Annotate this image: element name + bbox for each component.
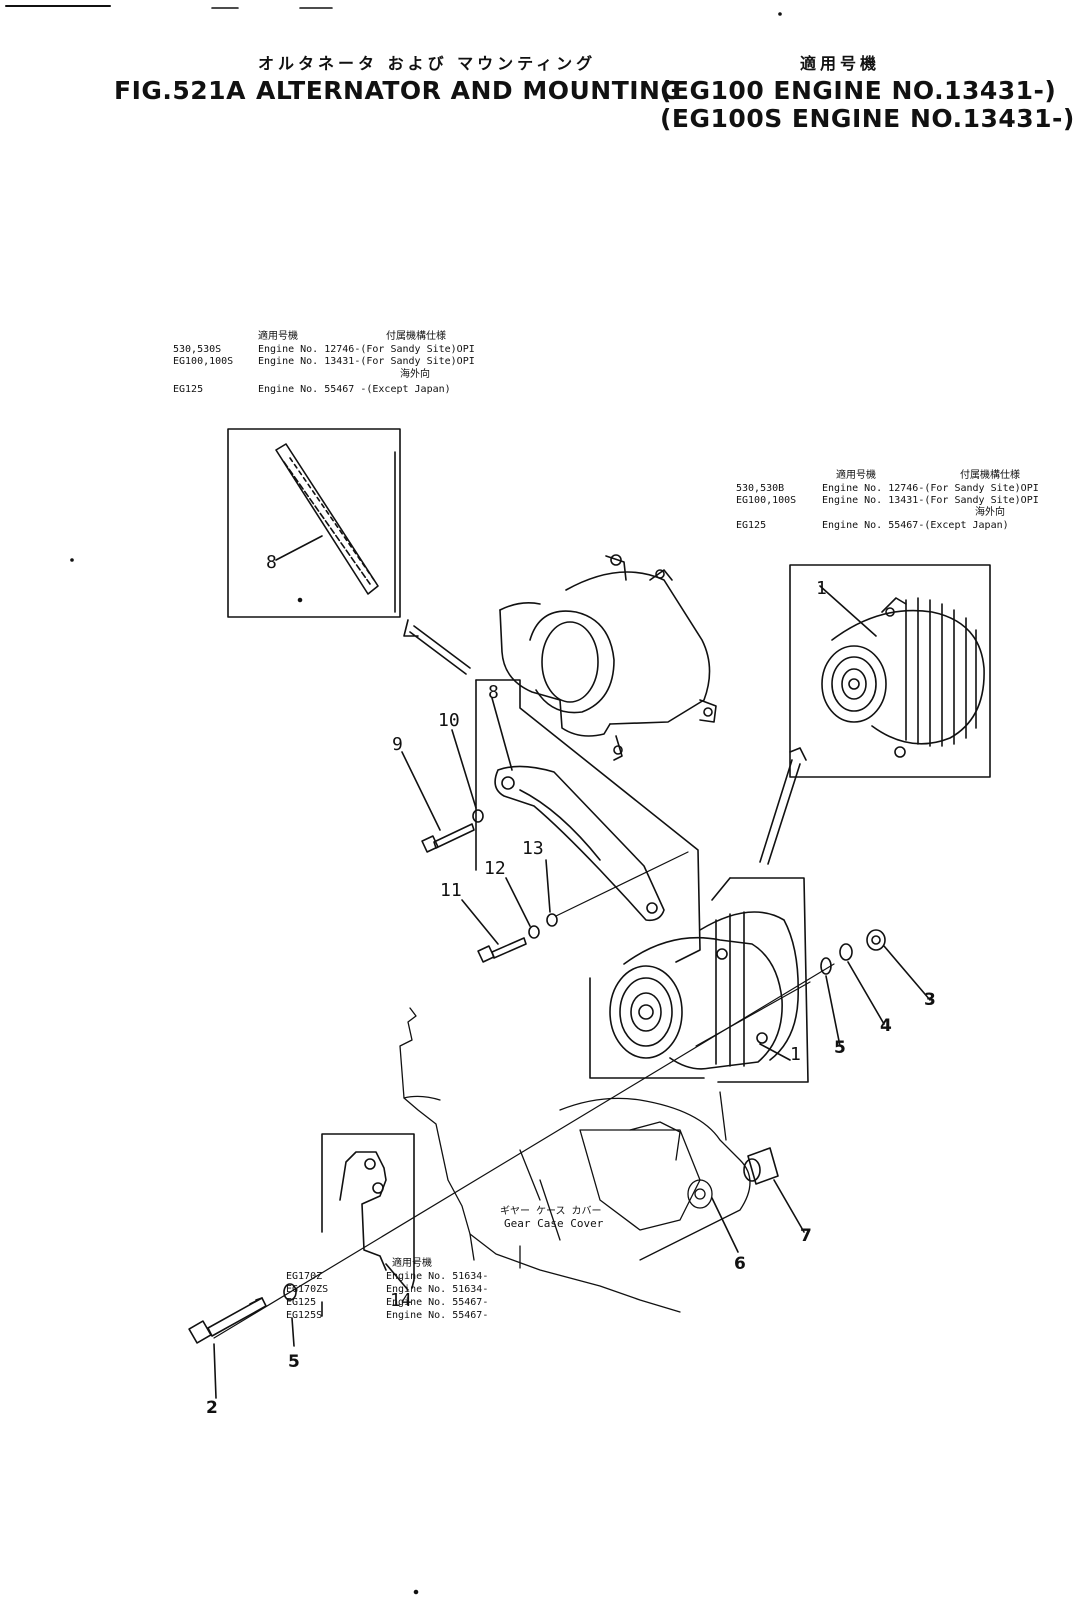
- sandy-belt-guard-left: [275, 443, 379, 595]
- bracket-14: [339, 1151, 387, 1271]
- leader-11: [461, 899, 499, 945]
- note-right-jp-export: 海外向: [975, 507, 1005, 518]
- japanese-title: オルタネータ および マウンティング: [258, 54, 597, 73]
- note-left-text-1: Engine No. 12746-(For Sandy Site)OPI: [258, 344, 475, 355]
- leader-4: [847, 961, 885, 1025]
- callout-box-8: [475, 679, 701, 963]
- note-bottom-text-2: Engine No. 51634-: [386, 1284, 489, 1295]
- leader-9: [401, 751, 441, 831]
- figure-title: ALTERNATOR AND MOUNTING: [256, 76, 682, 105]
- leader-8: [491, 697, 513, 771]
- bolt-9: [421, 823, 475, 853]
- note-right-model-3: EG125: [736, 520, 767, 531]
- leader-1-inset: [819, 585, 877, 637]
- leader-3: [883, 945, 931, 1001]
- callout-box-14: [321, 1133, 415, 1289]
- leader-2: [213, 1343, 217, 1399]
- link-arrow-right: [759, 747, 807, 865]
- note-bottom-model-2: EG170ZS: [286, 1284, 329, 1295]
- leader-14: [385, 1263, 409, 1291]
- note-left-jp-head2: 付属機構仕様: [386, 331, 446, 342]
- washer-4: [839, 943, 853, 961]
- callout-2: 2: [206, 1398, 218, 1418]
- callout-6: 6: [734, 1254, 746, 1274]
- applicability-line-1: (EG100 ENGINE NO.13431-): [660, 76, 1057, 105]
- note-right-text-3: Engine No. 55467-(Except Japan): [822, 520, 1009, 531]
- bolt-11: [477, 937, 527, 963]
- leader-13: [545, 859, 551, 913]
- callout-7: 7: [800, 1226, 812, 1246]
- callout-4: 4: [880, 1016, 892, 1036]
- callout-13: 13: [522, 838, 544, 859]
- callout-14: 14: [390, 1290, 412, 1311]
- note-bottom-text-1: Engine No. 51634-: [386, 1271, 489, 1282]
- japanese-applicable-label: 適用号機: [800, 54, 881, 73]
- leader-1: [759, 1043, 791, 1061]
- note-bottom-model-1: EG170Z: [286, 1271, 323, 1282]
- note-right-jp-head1: 適用号機: [836, 470, 876, 481]
- leader-7: [773, 1179, 805, 1233]
- alternator-main: [609, 911, 800, 1070]
- note-left-jp-export: 海外向: [400, 369, 430, 380]
- right-inset-box: [789, 564, 991, 778]
- note-left-model-2: EG100,100S: [173, 356, 234, 367]
- leader-8-inset: [275, 535, 323, 561]
- washer-5-right: [820, 957, 832, 975]
- leader-10: [451, 729, 477, 809]
- note-bottom-model-3: EG125: [286, 1297, 317, 1308]
- note-right-jp-head2: 付属機構仕様: [960, 470, 1020, 481]
- washer-13: [546, 913, 558, 927]
- washer-5-lower: [283, 1283, 297, 1301]
- link-arrow-left: [403, 619, 471, 675]
- note-bottom-model-4: EG125S: [286, 1310, 323, 1321]
- applicability-line-2: (EG100S ENGINE NO.13431-): [660, 104, 1075, 133]
- note-left-model-1: 530,530S: [173, 344, 222, 355]
- note-right-text-1: Engine No. 12746-(For Sandy Site)OPI: [822, 483, 1039, 494]
- note-right-text-2: Engine No. 13431-(For Sandy Site)OPI: [822, 495, 1039, 506]
- callout-9: 9: [392, 734, 403, 755]
- spacer-7: [743, 1147, 779, 1185]
- callout-box-1: [589, 977, 705, 1079]
- callout-8-inset: 8: [266, 552, 277, 573]
- note-left-jp-head1: 適用号機: [258, 331, 298, 342]
- bolt-2: [188, 1297, 267, 1344]
- callout-1-inset: 1: [816, 578, 827, 599]
- nut-3: [866, 929, 886, 951]
- note-bottom-text-4: Engine No. 55467-: [386, 1310, 489, 1321]
- note-left-text-3: Engine No. 55467 -(Except Japan): [258, 384, 451, 395]
- note-right-model-2: EG100,100S: [736, 495, 797, 506]
- note-right-model-1: 530,530B: [736, 483, 785, 494]
- callout-3: 3: [924, 990, 936, 1010]
- gear-case-label: Gear Case Cover: [504, 1217, 604, 1230]
- washer-10: [472, 809, 484, 823]
- callout-5-right: 5: [834, 1038, 846, 1058]
- note-left-text-2: Engine No. 13431-(For Sandy Site)OPI: [258, 356, 475, 367]
- left-inset-box: [227, 428, 401, 618]
- alternator-inset: [821, 597, 985, 758]
- callout-1: 1: [790, 1044, 801, 1065]
- callout-12: 12: [484, 858, 506, 879]
- leader-5-lower: [291, 1317, 295, 1347]
- callout-5-lower: 5: [288, 1352, 300, 1372]
- callout-10: 10: [438, 710, 460, 731]
- gear-case-cover: [399, 1007, 751, 1313]
- leader-6: [711, 1197, 739, 1253]
- washer-12: [528, 925, 540, 939]
- note-bottom-text-3: Engine No. 55467-: [386, 1297, 489, 1308]
- adjusting-bar: [494, 765, 665, 922]
- water-pump-housing: [499, 554, 717, 761]
- leader-12: [505, 877, 531, 927]
- callout-8: 8: [488, 682, 499, 703]
- leader-5-right: [825, 975, 841, 1047]
- note-bottom-jp-head: 適用号機: [392, 1258, 432, 1269]
- figure-label: FIG.521A: [114, 76, 246, 105]
- note-left-model-3: EG125: [173, 384, 204, 395]
- callout-11: 11: [440, 880, 462, 901]
